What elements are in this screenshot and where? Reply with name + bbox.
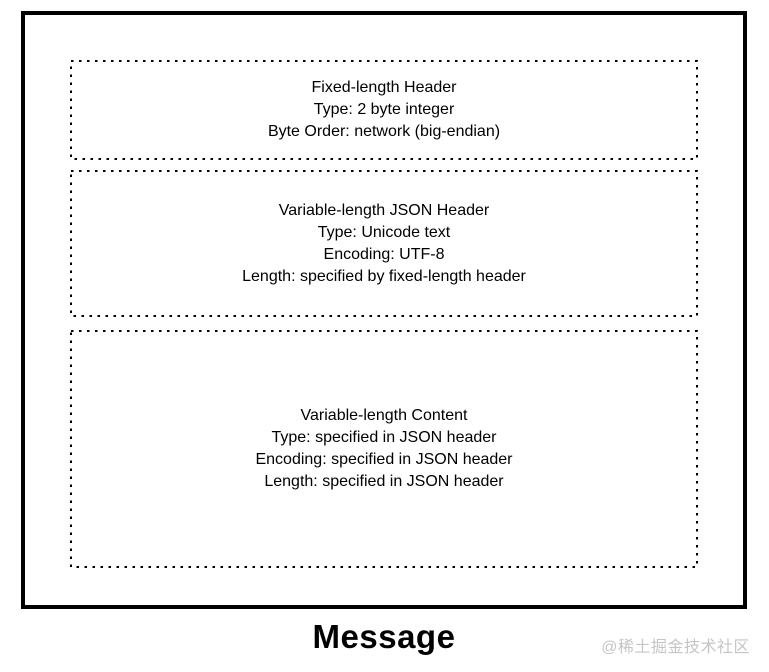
segment-title: Variable-length Content [300, 407, 468, 424]
segment-byte-order-line: Byte Order: network (big-endian) [267, 123, 501, 140]
segment-encoding-line: Encoding: UTF-8 [323, 245, 445, 263]
segment-title: Fixed-length Header [311, 79, 457, 96]
segment-type-line: Type: 2 byte integer [313, 101, 455, 118]
diagram-title: Message [312, 618, 456, 655]
segment-encoding-line: Encoding: specified in JSON header [255, 451, 513, 468]
segment-variable-length-json-header: Variable-length JSON Header Type: Unicod… [70, 170, 698, 317]
segment-length-line: Length: specified by fixed-length header [242, 267, 526, 285]
segment-variable-length-content: Variable-length Content Type: specified … [70, 330, 698, 568]
segment-title: Variable-length JSON Header [278, 201, 490, 219]
segment-fixed-length-header: Fixed-length Header Type: 2 byte integer… [70, 60, 698, 160]
segment-length-line: Length: specified in JSON header [264, 473, 504, 490]
watermark-text: @稀土掘金技术社区 [601, 639, 750, 656]
segment-type-line: Type: specified in JSON header [271, 429, 497, 446]
segment-type-line: Type: Unicode text [317, 223, 451, 241]
